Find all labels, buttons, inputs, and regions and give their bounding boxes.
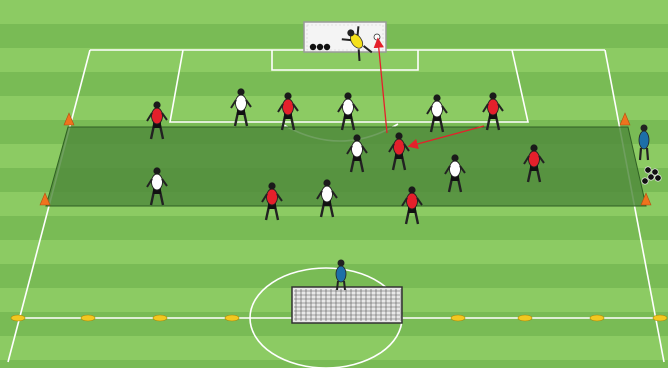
balls-in-goal — [310, 44, 330, 50]
ball — [655, 175, 661, 181]
grass-stripe — [0, 96, 668, 120]
disc-marker — [653, 315, 667, 321]
disc-marker — [225, 315, 239, 321]
disc-marker — [451, 315, 465, 321]
grass-stripe — [0, 72, 668, 96]
grass-stripe — [0, 240, 668, 264]
disc-marker — [590, 315, 604, 321]
disc-marker — [81, 315, 95, 321]
disc-marker — [153, 315, 167, 321]
disc-marker — [11, 315, 25, 321]
ball — [645, 167, 651, 173]
grass-stripe — [0, 360, 668, 368]
small-goal — [292, 287, 402, 323]
ball — [642, 178, 648, 184]
ball-saved — [374, 34, 380, 40]
playing-zone — [46, 127, 646, 206]
disc-marker — [518, 315, 532, 321]
grass-stripe — [0, 0, 668, 24]
ball — [648, 174, 654, 180]
grass-stripe — [0, 336, 668, 360]
grass-stripe — [0, 216, 668, 240]
